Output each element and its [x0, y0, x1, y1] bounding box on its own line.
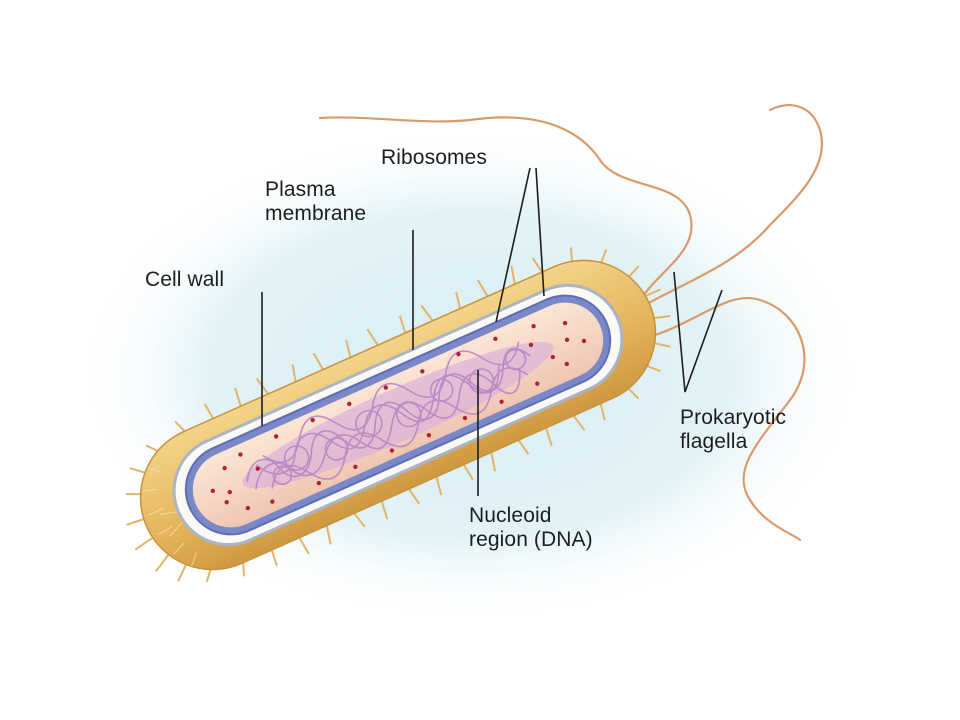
plasma-membrane-label: Plasma membrane: [265, 178, 367, 225]
cell-body: [125, 247, 671, 583]
capsule-texture: [142, 466, 198, 567]
ribosomes-leader-2: [535, 167, 545, 297]
prokaryotic-flagella-label: Prokaryotic flagella: [680, 406, 787, 453]
pili-fringe: [125, 247, 671, 583]
flagella-leader: [673, 271, 723, 393]
nucleoid-region-label: Nucleoid region (DNA): [469, 504, 593, 551]
ribosomes-label: Ribosomes: [381, 146, 487, 169]
leader-lines: [261, 167, 723, 496]
ribosomes-leader-1: [495, 167, 531, 323]
ribosomes: [210, 320, 587, 511]
flagella: [318, 104, 823, 542]
cell-wall-label: Cell wall: [145, 268, 225, 291]
nucleoid-dna: [242, 341, 554, 490]
